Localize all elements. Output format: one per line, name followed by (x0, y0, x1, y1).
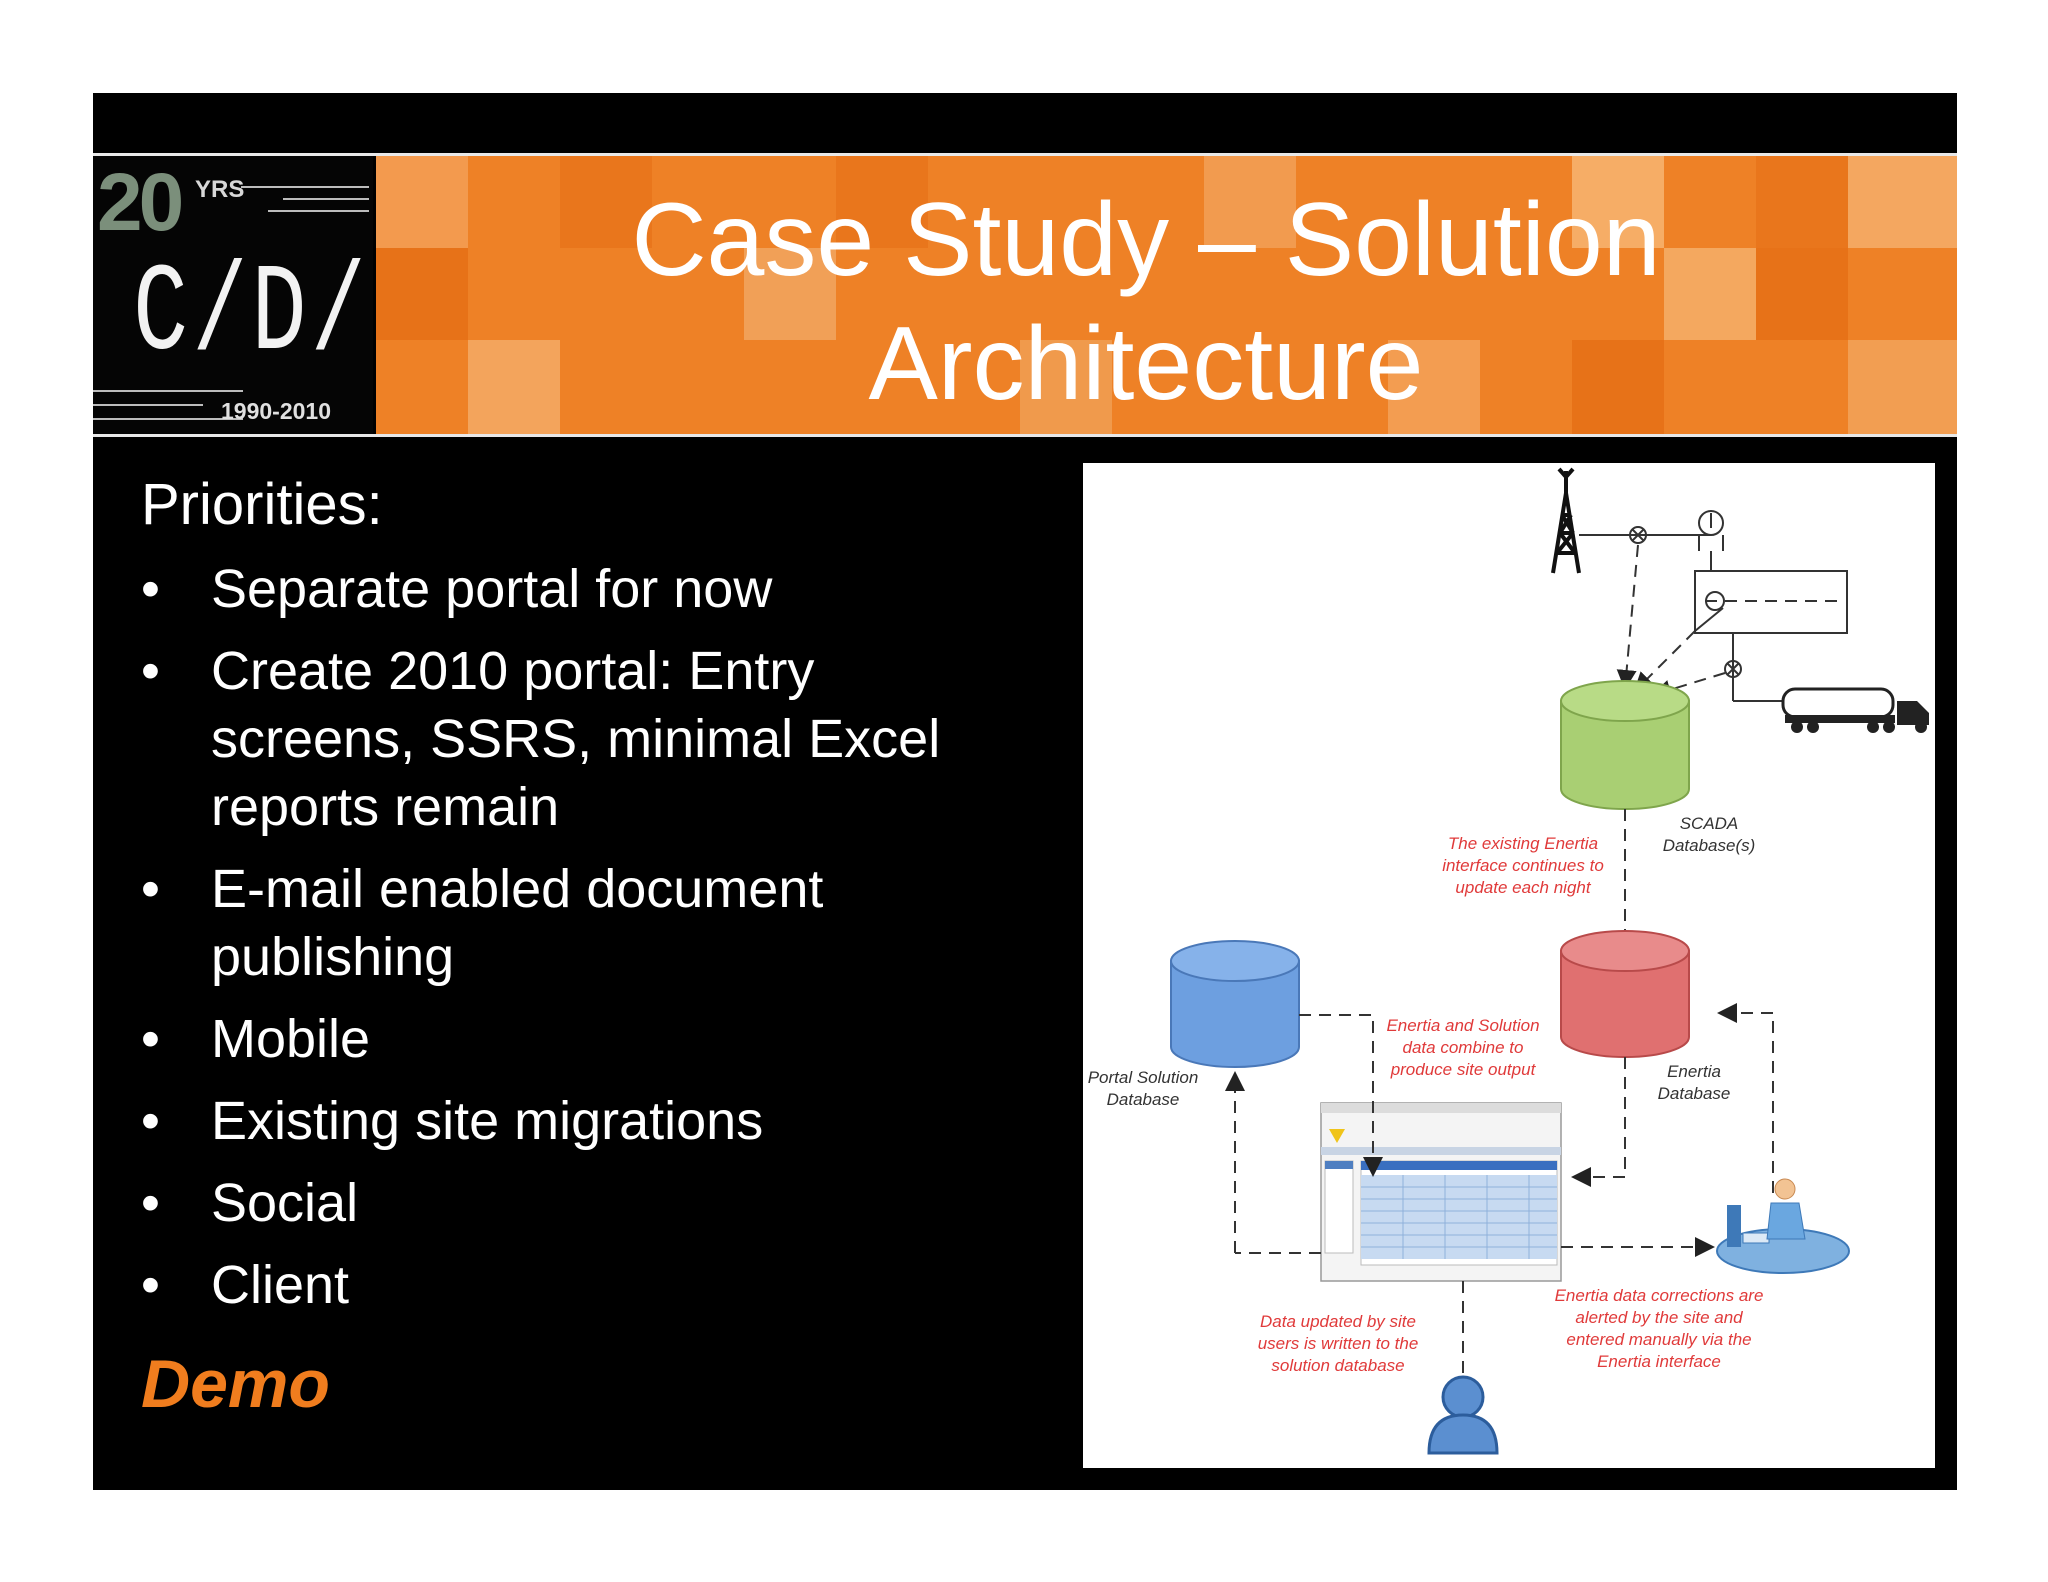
list-item: • Create 2010 portal: Entry screens, SSR… (141, 637, 1101, 841)
separator-unit-icon (1694, 551, 1848, 702)
logo-monogram: C/D/H (133, 244, 373, 386)
bullet-icon: • (141, 641, 160, 701)
list-item: • Social (141, 1169, 1101, 1237)
title-line-1: Case Study – Solution (631, 182, 1661, 298)
site-user-icon (1427, 1375, 1499, 1455)
bullet-icon: • (141, 1091, 160, 1151)
bullet-icon: • (141, 859, 160, 919)
tanker-truck-icon (1781, 687, 1929, 733)
list-item: • Mobile (141, 1005, 1101, 1073)
bullet-icon: • (141, 1173, 160, 1233)
list-item: • Existing site migrations (141, 1087, 1101, 1155)
scada-database-icon (1560, 680, 1690, 810)
list-item: • Client (141, 1251, 1101, 1319)
combine-note: Enertia and Solution data combine to pro… (1386, 1016, 1540, 1079)
top-strip (93, 93, 1957, 153)
demo-link: Demo (141, 1346, 330, 1422)
list-item: • Separate portal for now (141, 555, 1101, 623)
corrections-note: Enertia data corrections are alerted by … (1554, 1286, 1764, 1371)
bullet-icon: • (141, 1009, 160, 1069)
company-logo: 20 YRS C/D/H 1990-2010 (93, 156, 373, 434)
header-bottom-rule (93, 434, 1957, 437)
portal-screenshot-icon (1320, 1102, 1562, 1282)
portal-database-icon (1170, 940, 1300, 1068)
bullet-icon: • (141, 559, 160, 619)
site-update-note: Data updated by site users is written to… (1257, 1312, 1419, 1375)
logo-year-span: 1990-2010 (221, 398, 331, 424)
header-top-rule (93, 153, 1957, 156)
title-banner: Case Study – Solution Architecture (376, 156, 1957, 434)
desk-worker-icon (1716, 1178, 1850, 1274)
enertia-database-icon (1560, 930, 1690, 1058)
oil-derrick-icon (1551, 467, 1581, 574)
portal-database-label: Portal Solution Database (1087, 1068, 1199, 1109)
title-line-2: Architecture (868, 306, 1424, 422)
valve-icon (1579, 510, 1724, 551)
priorities-list: • Separate portal for now • Create 2010 … (141, 555, 1101, 1333)
list-item: • E-mail enabled document publishing (141, 855, 1101, 991)
enertia-database-label: Enertia Database (1657, 1062, 1731, 1103)
logo-years-number: 20 (97, 157, 184, 248)
interface-note: The existing Enertia interface continues… (1442, 834, 1604, 897)
scada-database-label: SCADA Database(s) (1662, 814, 1756, 855)
logo-years-suffix: YRS (195, 176, 245, 203)
slide: 20 YRS C/D/H 1990-2010 Case Study – Solu… (93, 93, 1957, 1490)
slide-title: Case Study – Solution Architecture (376, 178, 1916, 426)
architecture-diagram: SCADA Database(s) The existing Enertia i… (1083, 463, 1935, 1468)
priorities-heading: Priorities: (141, 472, 383, 537)
bullet-icon: • (141, 1255, 160, 1315)
